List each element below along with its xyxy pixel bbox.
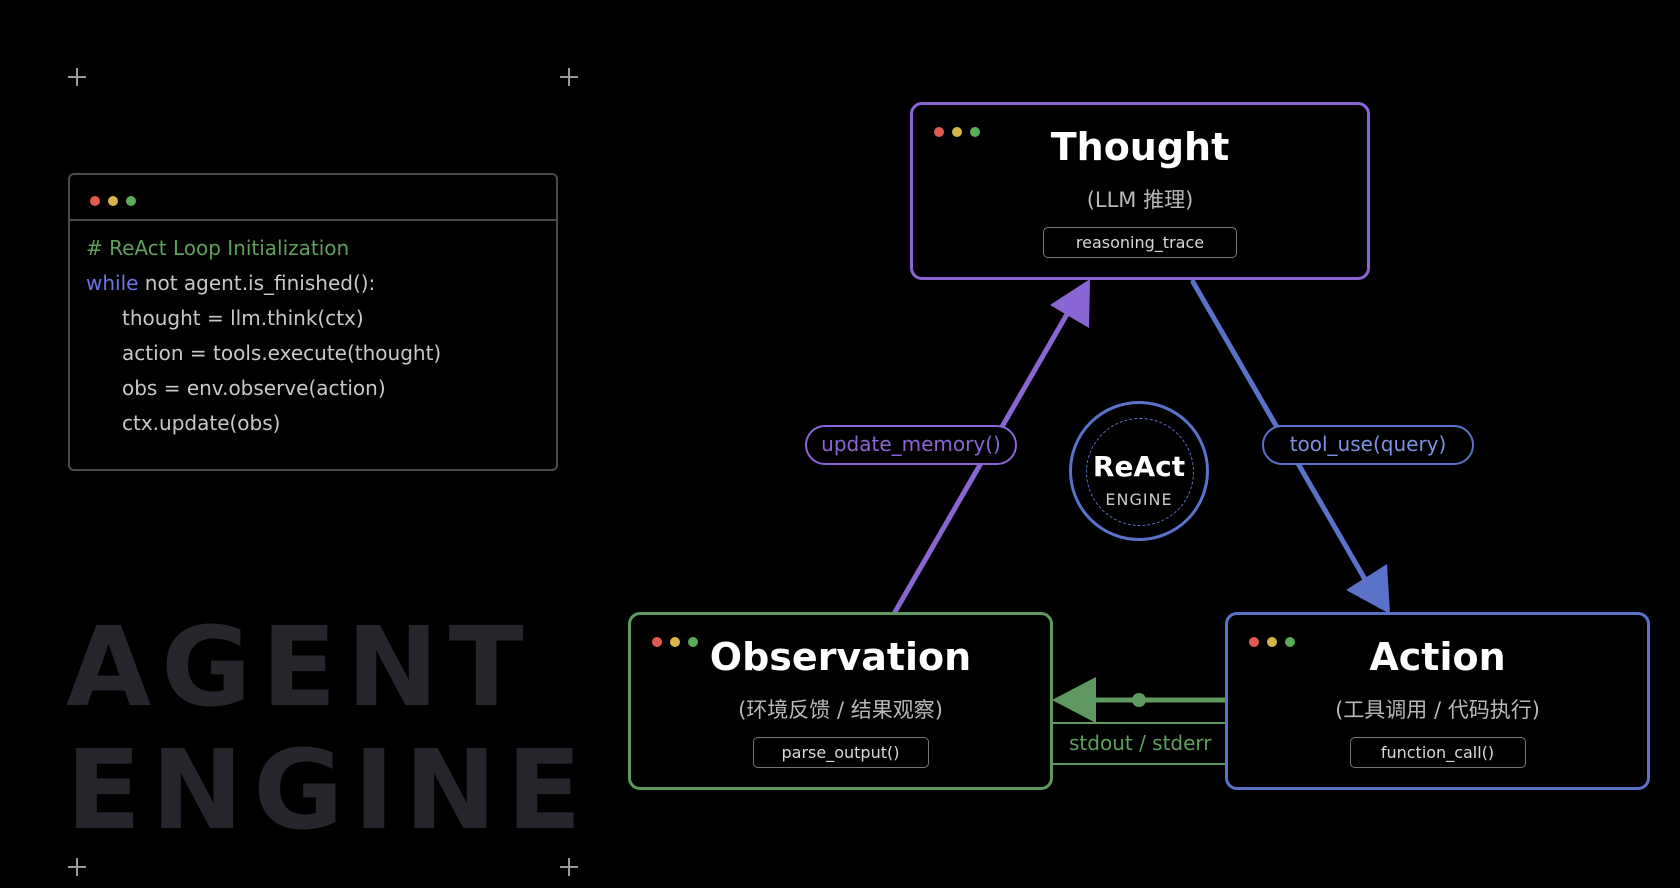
close-dot-icon [934, 127, 944, 137]
code-line: ctx.update(obs) [122, 411, 281, 435]
close-dot-icon [1249, 637, 1259, 647]
action-tag: function_call() [1349, 737, 1526, 768]
maximize-dot-icon [1285, 637, 1295, 647]
minimize-dot-icon [670, 637, 680, 647]
corner-mark [68, 858, 86, 876]
code-line: # ReAct Loop Initialization [86, 236, 350, 260]
code-line: obs = env.observe(action) [122, 376, 386, 400]
code-window: # ReAct Loop Initialization while not ag… [68, 173, 558, 471]
code-body: # ReAct Loop Initialization while not ag… [70, 221, 556, 451]
watermark-line-2: ENGINE [66, 726, 592, 854]
window-controls [934, 127, 980, 137]
arrowhead-action [1346, 564, 1390, 614]
code-window-titlebar [70, 175, 556, 221]
corner-mark [560, 858, 578, 876]
engine-title: ReAct [1092, 450, 1186, 483]
code-line: while not agent.is_finished(): [86, 266, 540, 301]
minimize-dot-icon [108, 196, 118, 206]
action-title: Action [1369, 635, 1506, 679]
code-line: thought = llm.think(ctx) [122, 306, 364, 330]
corner-mark [68, 68, 86, 86]
engine-subtitle: ENGINE [1105, 490, 1173, 509]
tool-use-label: tool_use(query) [1262, 425, 1474, 465]
action-node: Action (工具调用 / 代码执行) function_call() [1225, 612, 1650, 790]
close-dot-icon [652, 637, 662, 647]
window-controls [652, 637, 698, 647]
thought-title: Thought [1050, 125, 1230, 169]
maximize-dot-icon [126, 196, 136, 206]
window-controls [90, 196, 136, 206]
minimize-dot-icon [952, 127, 962, 137]
observation-title: Observation [709, 635, 972, 679]
action-subtitle: (工具调用 / 代码执行) [1335, 698, 1540, 722]
window-controls [1249, 637, 1295, 647]
thought-tag: reasoning_trace [1043, 227, 1237, 258]
arrowhead-observation [1052, 677, 1096, 723]
thought-subtitle: (LLM 推理) [1086, 188, 1194, 212]
observation-subtitle: (环境反馈 / 结果观察) [738, 698, 943, 722]
engine-dashed-ring [1086, 418, 1194, 526]
observation-tag: parse_output() [752, 737, 929, 768]
maximize-dot-icon [688, 637, 698, 647]
code-keyword: while [86, 271, 139, 295]
update-memory-label: update_memory() [805, 425, 1017, 465]
observation-node: Observation (环境反馈 / 结果观察) parse_output() [628, 612, 1053, 790]
close-dot-icon [90, 196, 100, 206]
code-line: action = tools.execute(thought) [122, 341, 442, 365]
maximize-dot-icon [970, 127, 980, 137]
thought-node: Thought (LLM 推理) reasoning_trace [910, 102, 1370, 280]
corner-mark [560, 68, 578, 86]
watermark-line-1: AGENT [66, 603, 534, 731]
edge-midpoint-dot [1132, 693, 1146, 707]
stream-label: stdout / stderr [1069, 731, 1212, 755]
minimize-dot-icon [1267, 637, 1277, 647]
react-engine-badge: ReAct ENGINE [1069, 401, 1209, 541]
code-text: not agent.is_finished(): [138, 271, 376, 295]
arrowhead-thought [1050, 279, 1090, 328]
